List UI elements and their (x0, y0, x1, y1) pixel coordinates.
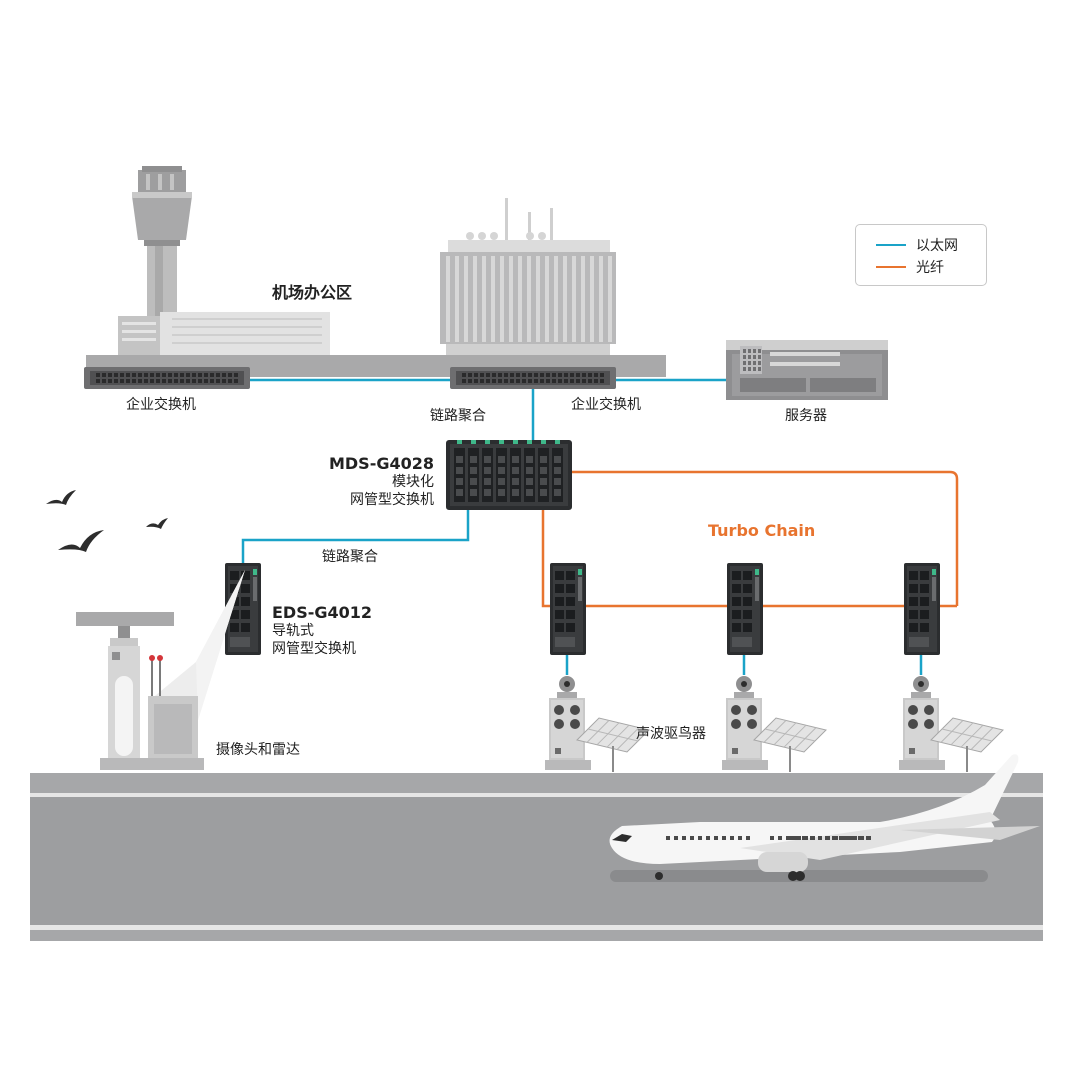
legend: 以太网 光纤 (855, 224, 987, 286)
server-label: 服务器 (785, 408, 827, 424)
mds-desc-line-1: 模块化 (392, 474, 434, 490)
legend-ethernet-swatch (876, 244, 906, 246)
control-tower (132, 166, 192, 360)
mds-g4028-switch (446, 440, 572, 510)
fiber-links (541, 470, 959, 608)
turbo-chain-switch-3 (904, 563, 940, 655)
legend-ethernet-label: 以太网 (916, 238, 958, 254)
bird-repeller-label: 声波驱鸟器 (636, 726, 706, 742)
bird-repeller-3 (899, 676, 1004, 772)
eds-desc-line-2: 网管型交换机 (272, 641, 356, 657)
eds-model-label: EDS-G4012 (272, 603, 373, 622)
turbo-chain-label: Turbo Chain (708, 521, 816, 540)
office-area-label: 机场办公区 (272, 283, 353, 302)
camera-radar-station (76, 570, 245, 770)
mds-model-label: MDS-G4028 (328, 454, 434, 473)
office-building (440, 198, 616, 356)
enterprise-switch-right (450, 367, 616, 389)
enterprise-switch-left-label: 企业交换机 (126, 397, 196, 413)
terminal-building (118, 312, 330, 356)
enterprise-switch-left (84, 367, 250, 389)
mds-desc-line-2: 网管型交换机 (350, 492, 434, 508)
legend-fiber-label: 光纤 (916, 260, 944, 276)
bird-repeller-2 (722, 676, 827, 772)
birds (46, 490, 168, 552)
bird-repeller-1 (545, 676, 650, 772)
enterprise-switch-right-label: 企业交换机 (571, 397, 641, 413)
legend-fiber-swatch (876, 266, 906, 268)
ethernet-links (241, 378, 923, 675)
turbo-chain-switch-2 (727, 563, 763, 655)
eds-desc-line-1: 导轨式 (272, 623, 314, 639)
runway (30, 773, 1043, 941)
link-aggregation-top-label: 链路聚合 (430, 408, 486, 424)
link-aggregation-bottom-label: 链路聚合 (322, 549, 378, 565)
server (726, 340, 888, 400)
camera-radar-label: 摄像头和雷达 (216, 742, 300, 758)
turbo-chain-switch-1 (550, 563, 586, 655)
airplane (609, 754, 1040, 882)
